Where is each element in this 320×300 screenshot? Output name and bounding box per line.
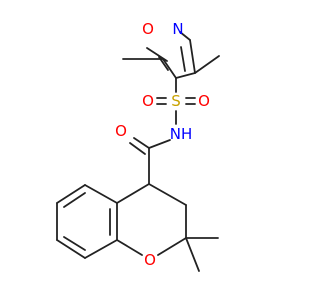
molecule-structure: O N S O O NH O O <box>56 20 220 272</box>
bond <box>180 46 186 72</box>
bond-lines <box>56 31 220 272</box>
atom-o-carbonyl: O <box>115 122 127 140</box>
bond <box>63 192 86 208</box>
atom-label: S <box>171 92 181 110</box>
bond <box>185 237 200 272</box>
bond <box>116 183 150 204</box>
atom-o-sulfonyl-left: O <box>142 92 154 110</box>
atom-label: O <box>144 251 156 269</box>
atom-nh-amide: NH <box>170 125 193 143</box>
bond <box>56 239 86 259</box>
bond <box>129 142 146 155</box>
atom-sulfur: S <box>171 92 181 110</box>
atom-label: O <box>142 20 154 38</box>
atom-label: O <box>142 92 154 110</box>
bond <box>157 237 187 256</box>
bond <box>116 239 143 256</box>
bond <box>162 58 177 79</box>
atom-label: O <box>198 92 210 110</box>
bond <box>63 236 86 251</box>
atom-label: O <box>115 122 127 140</box>
bond <box>148 139 171 149</box>
atom-o-sulfonyl-right: O <box>198 92 210 110</box>
bond <box>148 183 187 206</box>
bond <box>133 137 150 149</box>
bond <box>194 55 220 74</box>
atom-o-chromane: O <box>144 251 156 269</box>
atom-label: NH <box>170 125 193 143</box>
bond <box>175 72 196 79</box>
bond <box>84 239 118 259</box>
bond <box>56 184 86 204</box>
atom-label: N <box>172 20 183 38</box>
atom-o-ring: O <box>142 20 154 38</box>
bond <box>189 39 196 74</box>
bond <box>179 31 191 41</box>
atom-n-ring: N <box>172 20 183 38</box>
bond <box>84 184 118 204</box>
